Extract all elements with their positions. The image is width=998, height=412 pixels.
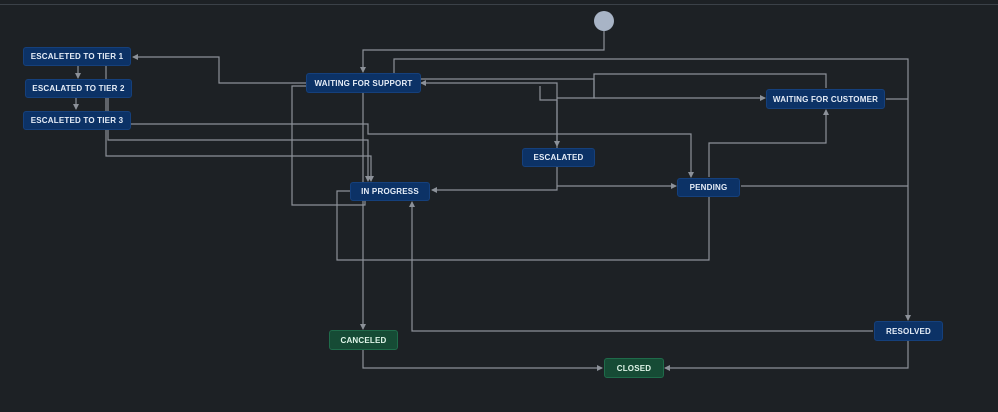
status-canceled[interactable]: CANCELED — [329, 330, 398, 350]
status-pending[interactable]: PENDING — [677, 178, 740, 197]
status-resolved[interactable]: RESOLVED — [874, 321, 943, 341]
status-in-progress[interactable]: IN PROGRESS — [350, 182, 430, 201]
edge-waiting-support-to-resolved — [393, 58, 911, 321]
status-closed[interactable]: CLOSED — [604, 358, 664, 378]
status-waiting-for-support[interactable]: WAITING FOR SUPPORT — [306, 73, 421, 93]
edge-resolved-to-closed — [664, 341, 909, 371]
edge-resolved-to-in-progress — [409, 201, 873, 332]
edge-in-progress-loop — [336, 190, 710, 261]
edge-start-to-waiting-support — [360, 31, 605, 73]
status-escalated-to-tier-2[interactable]: ESCALATED TO TIER 2 — [25, 79, 132, 98]
edge-tier2-to-in-progress — [107, 97, 371, 182]
top-border — [0, 4, 998, 5]
status-waiting-for-customer[interactable]: WAITING FOR CUSTOMER — [766, 89, 885, 109]
status-escalated-to-tier-1[interactable]: ESCALETED TO TIER 1 — [23, 47, 131, 66]
edge-tier3-to-pending — [131, 123, 694, 178]
edge-waiting-customer-to-waiting-support — [557, 73, 827, 99]
edge-waiting-support-to-in-progress — [291, 85, 366, 206]
edge-waiting-support-to-tier1 — [132, 54, 306, 84]
edge-canceled-to-closed — [362, 350, 603, 371]
status-escalated[interactable]: ESCALATED — [522, 148, 595, 167]
edge-escalated-to-waiting-support — [420, 80, 558, 148]
status-escalated-to-tier-3[interactable]: ESCALETED TO TIER 3 — [23, 111, 131, 130]
start-node[interactable] — [594, 11, 614, 31]
edge-waiting-support-to-waiting-customer — [421, 78, 766, 101]
edge-pending-to-waiting-customer — [708, 109, 829, 177]
edge-escalated-to-in-progress — [431, 167, 558, 193]
edge-waiting-support-to-escalated — [539, 86, 557, 101]
